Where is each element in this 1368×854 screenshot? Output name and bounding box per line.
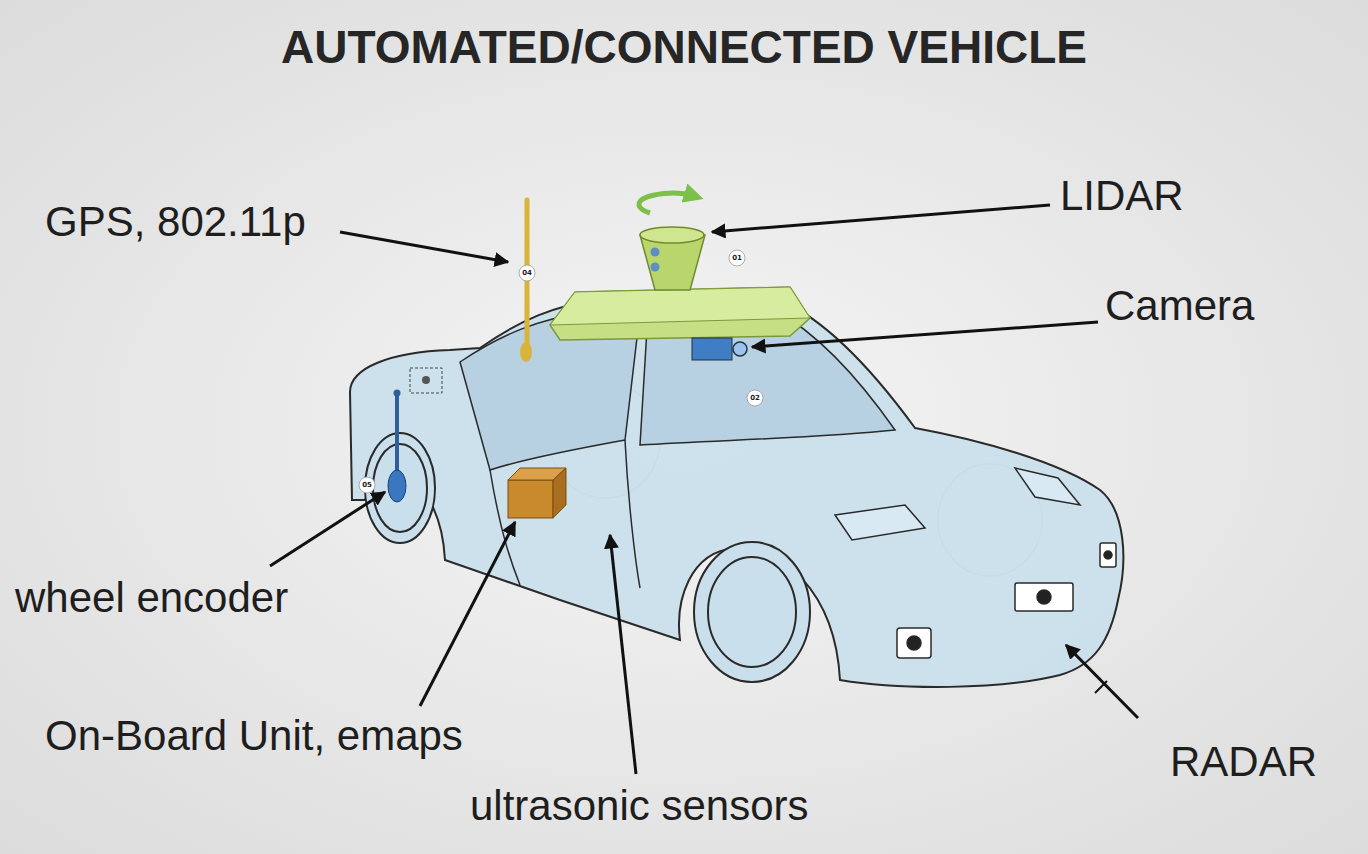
encoder-disc: [388, 470, 406, 502]
part-label: ultrasonic sensors: [470, 782, 808, 830]
camera-unit: [692, 338, 747, 360]
headlight: [835, 505, 925, 540]
leader-line: [340, 232, 508, 262]
headlights: [835, 468, 1080, 540]
camera-body: [692, 338, 732, 360]
wheel-encoder: [388, 390, 406, 503]
wheels: [365, 433, 810, 682]
lidar-lens: [651, 248, 660, 257]
sensor-lens: [907, 636, 921, 650]
obu-front: [508, 480, 553, 518]
leader-line: [752, 322, 1098, 347]
rear-wheel: [365, 433, 435, 543]
dashed-sensor: [410, 368, 442, 393]
sensor-housing: [897, 628, 931, 658]
car-body: [350, 300, 1123, 687]
rack-top: [550, 287, 810, 325]
callout-dot: [519, 265, 535, 281]
callout-dot: [729, 250, 745, 266]
part-label: On-Board Unit, emaps: [45, 712, 463, 760]
sensor-lens: [1037, 590, 1051, 604]
encoder-shaft: [395, 392, 399, 472]
dashed-box: [410, 368, 442, 393]
leader-line: [1066, 645, 1138, 718]
callout-number: 02: [750, 395, 760, 402]
on-board-unit: [508, 468, 566, 518]
headlight: [1015, 468, 1080, 505]
encoder-knob: [394, 390, 401, 397]
door-lines: [490, 440, 640, 588]
rotation-arrow: [639, 193, 694, 213]
radar-sensors: [897, 543, 1116, 658]
callout-number: 04: [522, 270, 532, 277]
part-label: Camera: [1105, 282, 1254, 330]
lidar-unit: [639, 193, 705, 290]
front-wheel: [694, 542, 810, 682]
sensor-housing: [1100, 543, 1116, 567]
callout-number: 01: [732, 255, 742, 262]
front-rim: [708, 557, 796, 667]
leader-arrows: [270, 205, 1138, 774]
obu-side: [553, 468, 566, 518]
part-label: GPS, 802.11p: [45, 198, 306, 246]
leader-line: [712, 205, 1050, 232]
callout-dots: [359, 250, 763, 493]
sensor-dot: [422, 376, 430, 384]
leader-line: [270, 492, 385, 566]
leader-tick: [1095, 681, 1107, 693]
sensor-housing: [1015, 583, 1073, 611]
lidar-top: [640, 227, 704, 243]
diagram-title: AUTOMATED/CONNECTED VEHICLE: [0, 20, 1368, 74]
sensor-lens: [1104, 551, 1112, 559]
roof-rack: [550, 287, 810, 340]
part-label: RADAR: [1170, 738, 1317, 786]
callout-dot: [359, 477, 375, 493]
antenna-base: [520, 342, 532, 362]
camera-lens: [733, 342, 747, 356]
part-label: LIDAR: [1060, 172, 1184, 220]
leader-line: [610, 535, 636, 774]
rear-rim: [373, 444, 427, 532]
rack-box: [550, 287, 810, 340]
part-label: wheel encoder: [15, 574, 288, 622]
callout-number: 05: [362, 482, 372, 489]
callout-dot: [747, 390, 763, 406]
lidar-lens: [651, 263, 660, 272]
leader-line: [420, 522, 515, 706]
